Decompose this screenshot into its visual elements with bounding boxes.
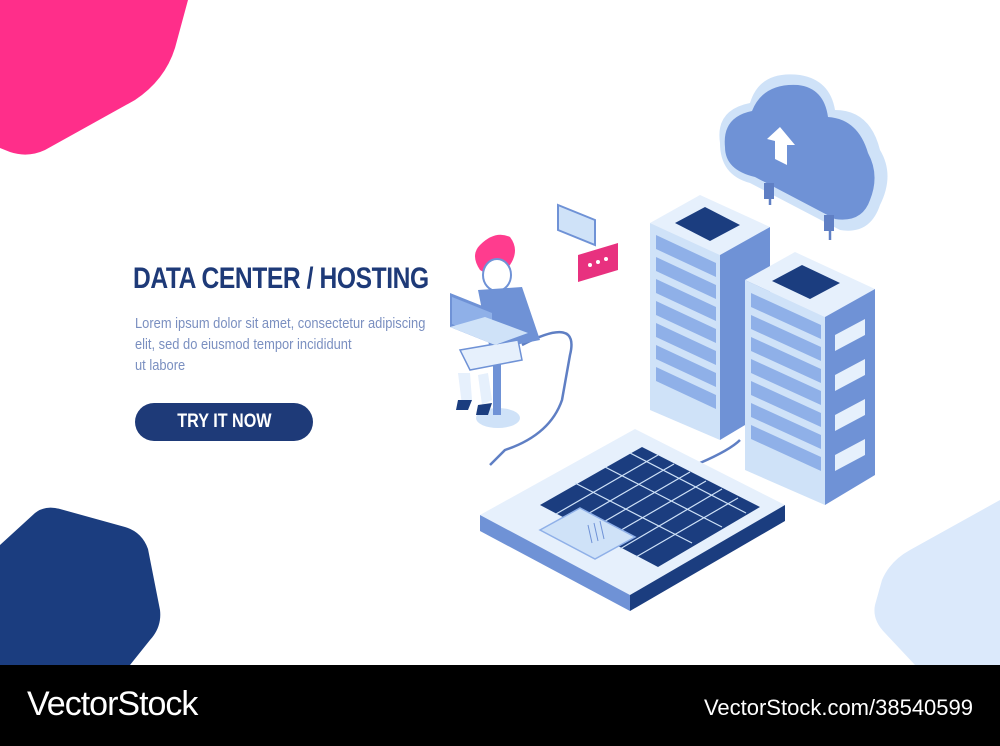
description-line: ut labore — [135, 357, 186, 374]
image-id: VectorStock.com/38540599 — [703, 695, 973, 720]
brand-logo: VectorStock — [27, 685, 198, 723]
description: Lorem ipsum dolor sit amet, consectetur … — [135, 313, 426, 376]
headline: DATA CENTER / HOSTING — [133, 262, 429, 295]
cloud-upload-icon — [719, 74, 888, 231]
keyboard-icon — [480, 429, 785, 611]
description-line: Lorem ipsum dolor sit amet, consectetur … — [135, 315, 426, 332]
try-it-now-label: TRY IT NOW — [176, 411, 272, 432]
laptop-icon — [450, 293, 528, 345]
light-blue-hexagon-decoration — [870, 495, 1000, 665]
try-it-now-button[interactable]: TRY IT NOW — [135, 403, 313, 441]
description-line: elit, sed do eiusmod tempor incididunt — [135, 336, 352, 353]
pink-hexagon-decoration — [0, 0, 200, 160]
chat-bubble-icon — [557, 203, 618, 282]
server-rack-icon — [745, 252, 875, 505]
footer-bar: VectorStock VectorStock.com/38540599 — [0, 665, 1000, 746]
navy-hexagon-decoration — [0, 505, 170, 670]
data-center-illustration — [430, 55, 930, 650]
